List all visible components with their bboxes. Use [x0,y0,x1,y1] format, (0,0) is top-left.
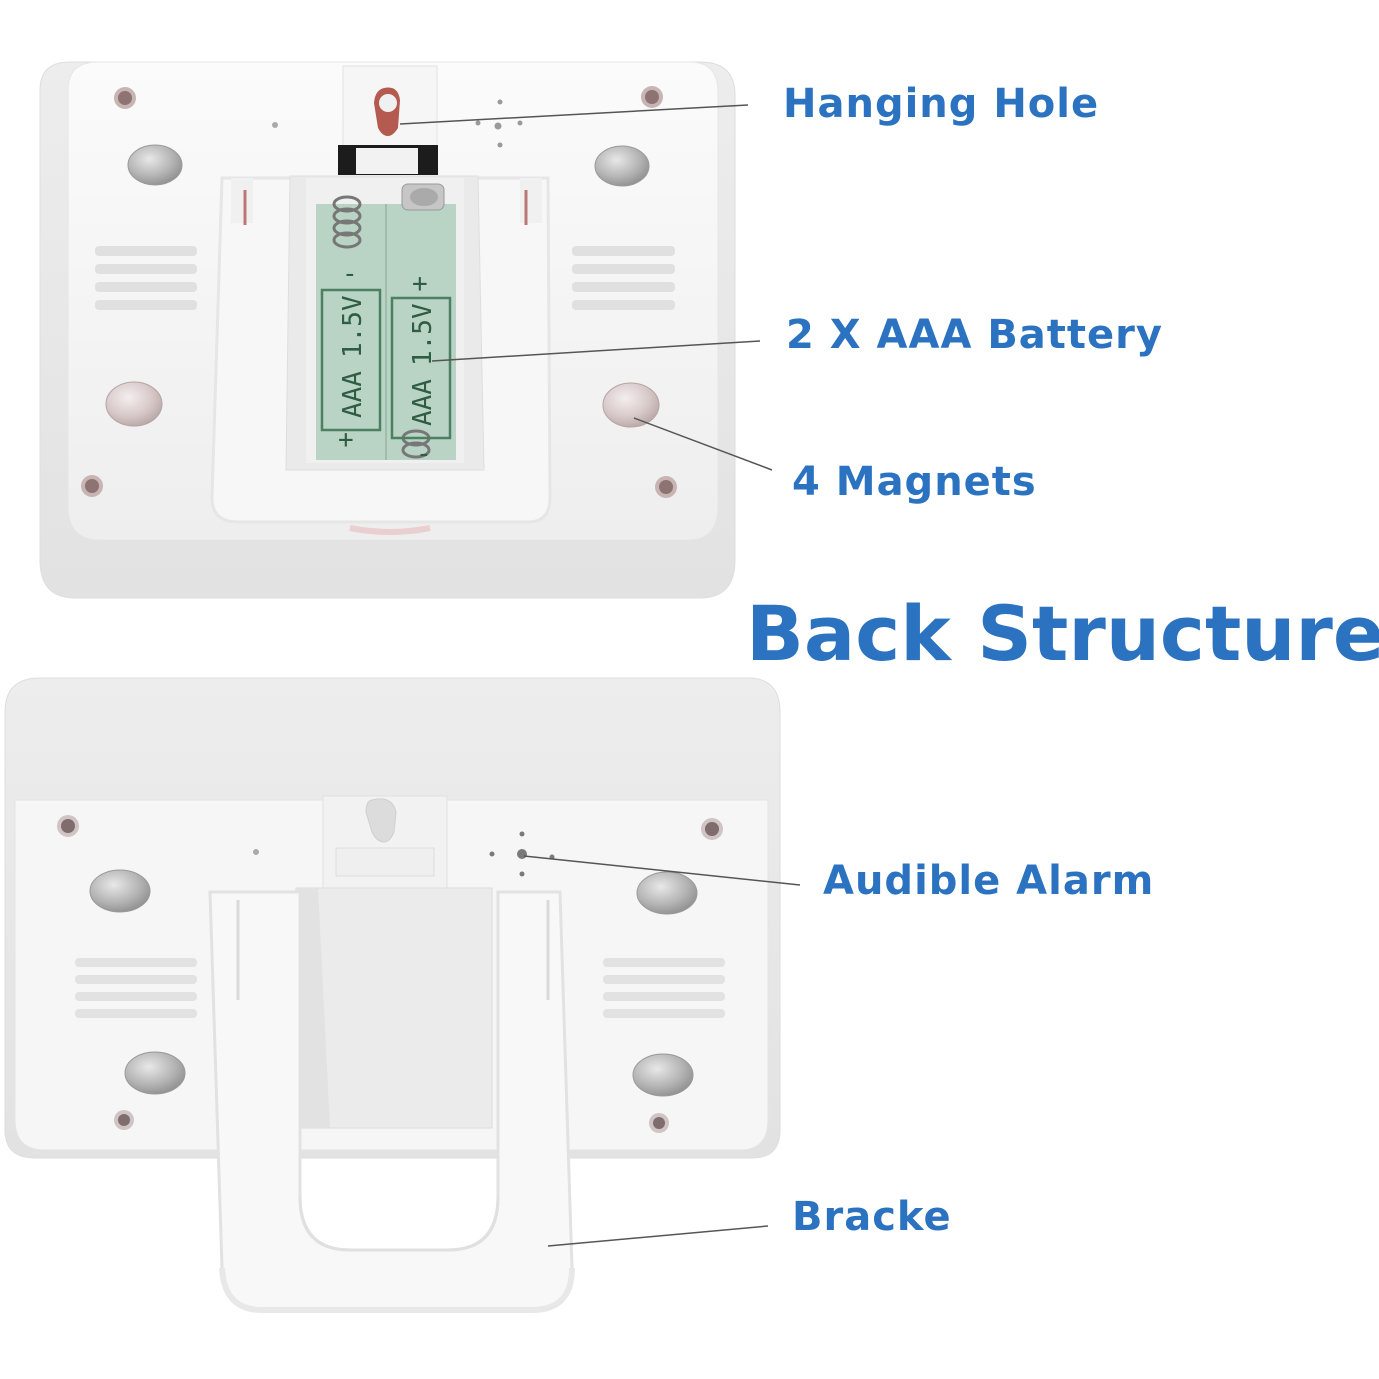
magnet [105,381,163,427]
magnet [636,871,698,915]
magnet [632,1053,694,1097]
battery-compartment [285,175,485,471]
battery-print-type-1: AAA [338,371,368,418]
battery-print-voltage-2: 1.5V [408,303,438,366]
battery-print-voltage-1: 1.5V [338,295,368,358]
bracket [208,890,575,1313]
callout-audible-alarm: Audible Alarm [823,858,1155,904]
magnet [127,144,183,186]
battery-print-minus-2: - [416,439,432,469]
magnet [602,382,660,428]
vent-left [75,958,197,1018]
callout-hanging-hole: Hanging Hole [783,81,1100,127]
lower-device [4,677,781,1313]
upper-device: AAA 1.5V AAA 1.5V + - + - [39,61,736,599]
battery-print-plus-1: + [338,425,354,455]
magnet [89,869,151,913]
callout-battery: 2 X AAA Battery [786,312,1163,358]
leader-lines [399,104,801,1247]
callout-magnets: 4 Magnets [792,459,1037,505]
battery-print-minus-1: - [342,259,358,289]
vent-right [572,246,675,310]
magnet [124,1051,186,1095]
audible-alarm-hole [489,831,555,877]
callout-bracket: Bracke [792,1194,952,1240]
headline-back-structure: Back Structure [746,589,1379,678]
hanging-hole [338,65,438,175]
vent-right [603,958,725,1018]
magnet [594,145,650,187]
vent-left [95,246,197,310]
battery-print-type-2: AAA [408,379,438,426]
battery-print-plus-2: + [412,269,428,299]
